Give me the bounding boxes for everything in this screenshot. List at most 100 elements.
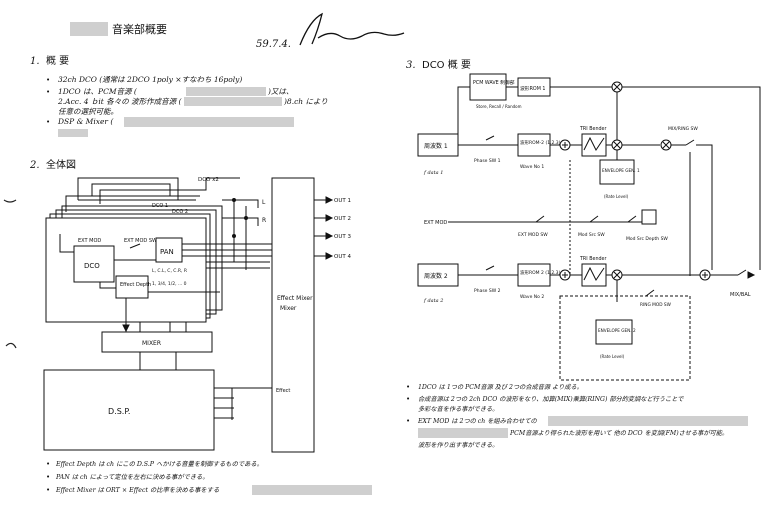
signal-wire bbox=[65, 195, 200, 212]
envelope-1-block bbox=[599, 159, 635, 185]
switch-contact bbox=[589, 215, 599, 223]
header: 音楽部概要 59.7.4. bbox=[70, 12, 405, 50]
mod-src-sw-label: Mod Src SW bbox=[578, 232, 605, 238]
redacted-text bbox=[184, 97, 282, 106]
adder-plus bbox=[702, 272, 708, 278]
multiplier-x bbox=[613, 141, 621, 149]
f-data-2-label: f data 2 bbox=[423, 298, 443, 304]
note-text: EXT MOD は 2つの ch を組み合わせての bbox=[417, 417, 538, 425]
modulation-group-box bbox=[559, 295, 691, 381]
phase-sw-1-label: Phase SW 1 bbox=[474, 158, 501, 164]
note-text: 1DCO は 1つの PCM音源 及び 2つの合成音源 より成る。 bbox=[418, 383, 583, 391]
section-title: 全体図 bbox=[46, 158, 76, 171]
pan-values: L, C.L, C, C.R, R bbox=[152, 268, 187, 274]
document-title: 音楽部概要 bbox=[112, 22, 167, 36]
depth-values: 1, 3/4, 1/2, ... 0 bbox=[152, 281, 187, 287]
redacted-text bbox=[124, 117, 294, 127]
adder-plus bbox=[562, 142, 568, 148]
output-4-label: OUT 4 bbox=[334, 254, 351, 260]
switch-contact bbox=[627, 215, 637, 223]
effect-input-label: Effect bbox=[276, 388, 290, 394]
output-2-label: OUT 2 bbox=[334, 216, 351, 222]
triangle-wave-icon bbox=[583, 266, 605, 281]
wave-rom-bus-label: 波形ROM-2 (1.2.3) bbox=[520, 139, 561, 146]
switch-contact bbox=[129, 243, 141, 249]
ring-mod-sw-label: RING MOD SW bbox=[640, 302, 672, 308]
junction-dot bbox=[232, 234, 236, 238]
bullet-marker: • bbox=[46, 486, 50, 494]
document-date: 59.7.4. bbox=[256, 39, 291, 50]
ext-mod-sw-label: EXT MOD SW bbox=[518, 232, 548, 238]
envelope-2-block bbox=[595, 319, 633, 345]
ext-mod-label: EXT MOD bbox=[78, 238, 101, 244]
output-3-label: OUT 3 bbox=[334, 234, 351, 240]
redacted-text bbox=[252, 485, 372, 495]
wave-no-1-label: Wave No 1 bbox=[520, 164, 544, 170]
pan-label: PAN bbox=[160, 248, 174, 256]
mix-ring-sw-label: MIX/RING SW bbox=[668, 126, 698, 132]
multiplier-x bbox=[662, 141, 670, 149]
note-text: PAN は ch によって定位を左右に決める事ができる。 bbox=[55, 473, 209, 481]
mixer-block bbox=[101, 331, 213, 353]
redacted-text bbox=[418, 428, 508, 438]
redacted-text bbox=[58, 129, 88, 137]
bus-line bbox=[222, 217, 259, 226]
signal-wire bbox=[696, 144, 713, 270]
mod-depth-block bbox=[641, 209, 657, 225]
redacted-text bbox=[186, 87, 266, 96]
wave-rom-1-label: 波形ROM 1 bbox=[520, 85, 545, 92]
multiplier-x bbox=[613, 83, 621, 91]
section-3-notes: • 1DCO は 1つの PCM音源 及び 2つの合成音源 より成る。 • 合成… bbox=[406, 383, 748, 449]
section-number: 2. bbox=[29, 160, 40, 171]
note-text: 多彩な音を作る事ができる。 bbox=[418, 405, 498, 413]
label-dco-1: DCO 1 bbox=[152, 203, 168, 209]
switch-contact bbox=[685, 139, 695, 146]
effect-mixer-label: Effect Mixer bbox=[277, 295, 313, 302]
bullet-text-tail: )8.ch により bbox=[283, 97, 328, 106]
switch-contact bbox=[535, 215, 545, 223]
bullet-text: DSP & Mixer ( bbox=[57, 117, 114, 126]
effect-mixer-block bbox=[271, 177, 315, 453]
bullet-marker: • bbox=[46, 118, 50, 126]
dsp-label: D.S.P. bbox=[108, 407, 130, 416]
note-text: 合成音源は 2つの 2ch DCO の波形をなり、加算(MIX)乗算(RING)… bbox=[418, 395, 684, 403]
bullet-marker: • bbox=[406, 417, 410, 425]
signature bbox=[299, 12, 405, 46]
junction-dot bbox=[244, 216, 248, 220]
store-recall-label: Store, Recall / Random bbox=[476, 104, 522, 109]
note-text: Effect Mixer は ORT × Effect の比率を決める事をする bbox=[55, 486, 219, 494]
bullet-marker: • bbox=[46, 473, 50, 481]
mod-depth-sw-label: Mod Src Depth SW bbox=[626, 236, 668, 242]
effect-depth-label: Effect Depth bbox=[120, 282, 151, 288]
label-dco-x2: DCO x2 bbox=[198, 177, 219, 183]
output-1-label: OUT 1 bbox=[334, 198, 351, 204]
section-2-block-diagram: 2. 全体図 DCO x2 DCO 1 DCO 2 DCO EXT MOD EX… bbox=[29, 158, 351, 453]
ext-mod-label: EXT MOD bbox=[424, 220, 447, 226]
section-1-overview: 1. 概 要 • 32ch DCO (通常は 2DCO 1poly ×すなわち … bbox=[30, 54, 328, 137]
pcm-control-block bbox=[469, 73, 507, 101]
adder-plus bbox=[562, 272, 568, 278]
envelope-1-label: ENVELOPE GEN. 1 bbox=[602, 168, 640, 173]
arrowhead bbox=[325, 196, 334, 204]
label-dco-2: DCO 2 bbox=[172, 209, 188, 215]
section-number: 1. bbox=[30, 56, 40, 67]
bullet-text-tail: )又は、 bbox=[267, 87, 293, 96]
bullet-marker: • bbox=[46, 460, 50, 468]
note-text: 波形を作り出す事ができる。 bbox=[418, 441, 498, 449]
dsp-block bbox=[43, 369, 215, 451]
signal-wire bbox=[77, 177, 179, 200]
section-2-notes: • Effect Depth は ch にこの D.S.P へかける音量を制御す… bbox=[46, 460, 372, 495]
dco-block bbox=[73, 245, 115, 283]
note-text: PCM音源より得られた波形を用いて 他の DCO を変調(FM)させる事が可能。 bbox=[509, 429, 728, 437]
frequency-2-label: 周波数 2 bbox=[424, 272, 448, 280]
rate-level-2-label: (Rate Level) bbox=[600, 354, 625, 359]
switch-contact bbox=[485, 135, 495, 141]
label-L: L bbox=[262, 199, 266, 206]
tri-bender-2-label: TRI Bender bbox=[579, 256, 606, 262]
bullet-text: 32ch DCO (通常は 2DCO 1poly ×すなわち 16poly) bbox=[58, 75, 242, 84]
signal-wire bbox=[457, 86, 470, 146]
junction-dot bbox=[232, 198, 236, 202]
switch-contact bbox=[485, 265, 495, 271]
bullet-marker: • bbox=[406, 383, 410, 391]
bus-line bbox=[222, 199, 259, 208]
